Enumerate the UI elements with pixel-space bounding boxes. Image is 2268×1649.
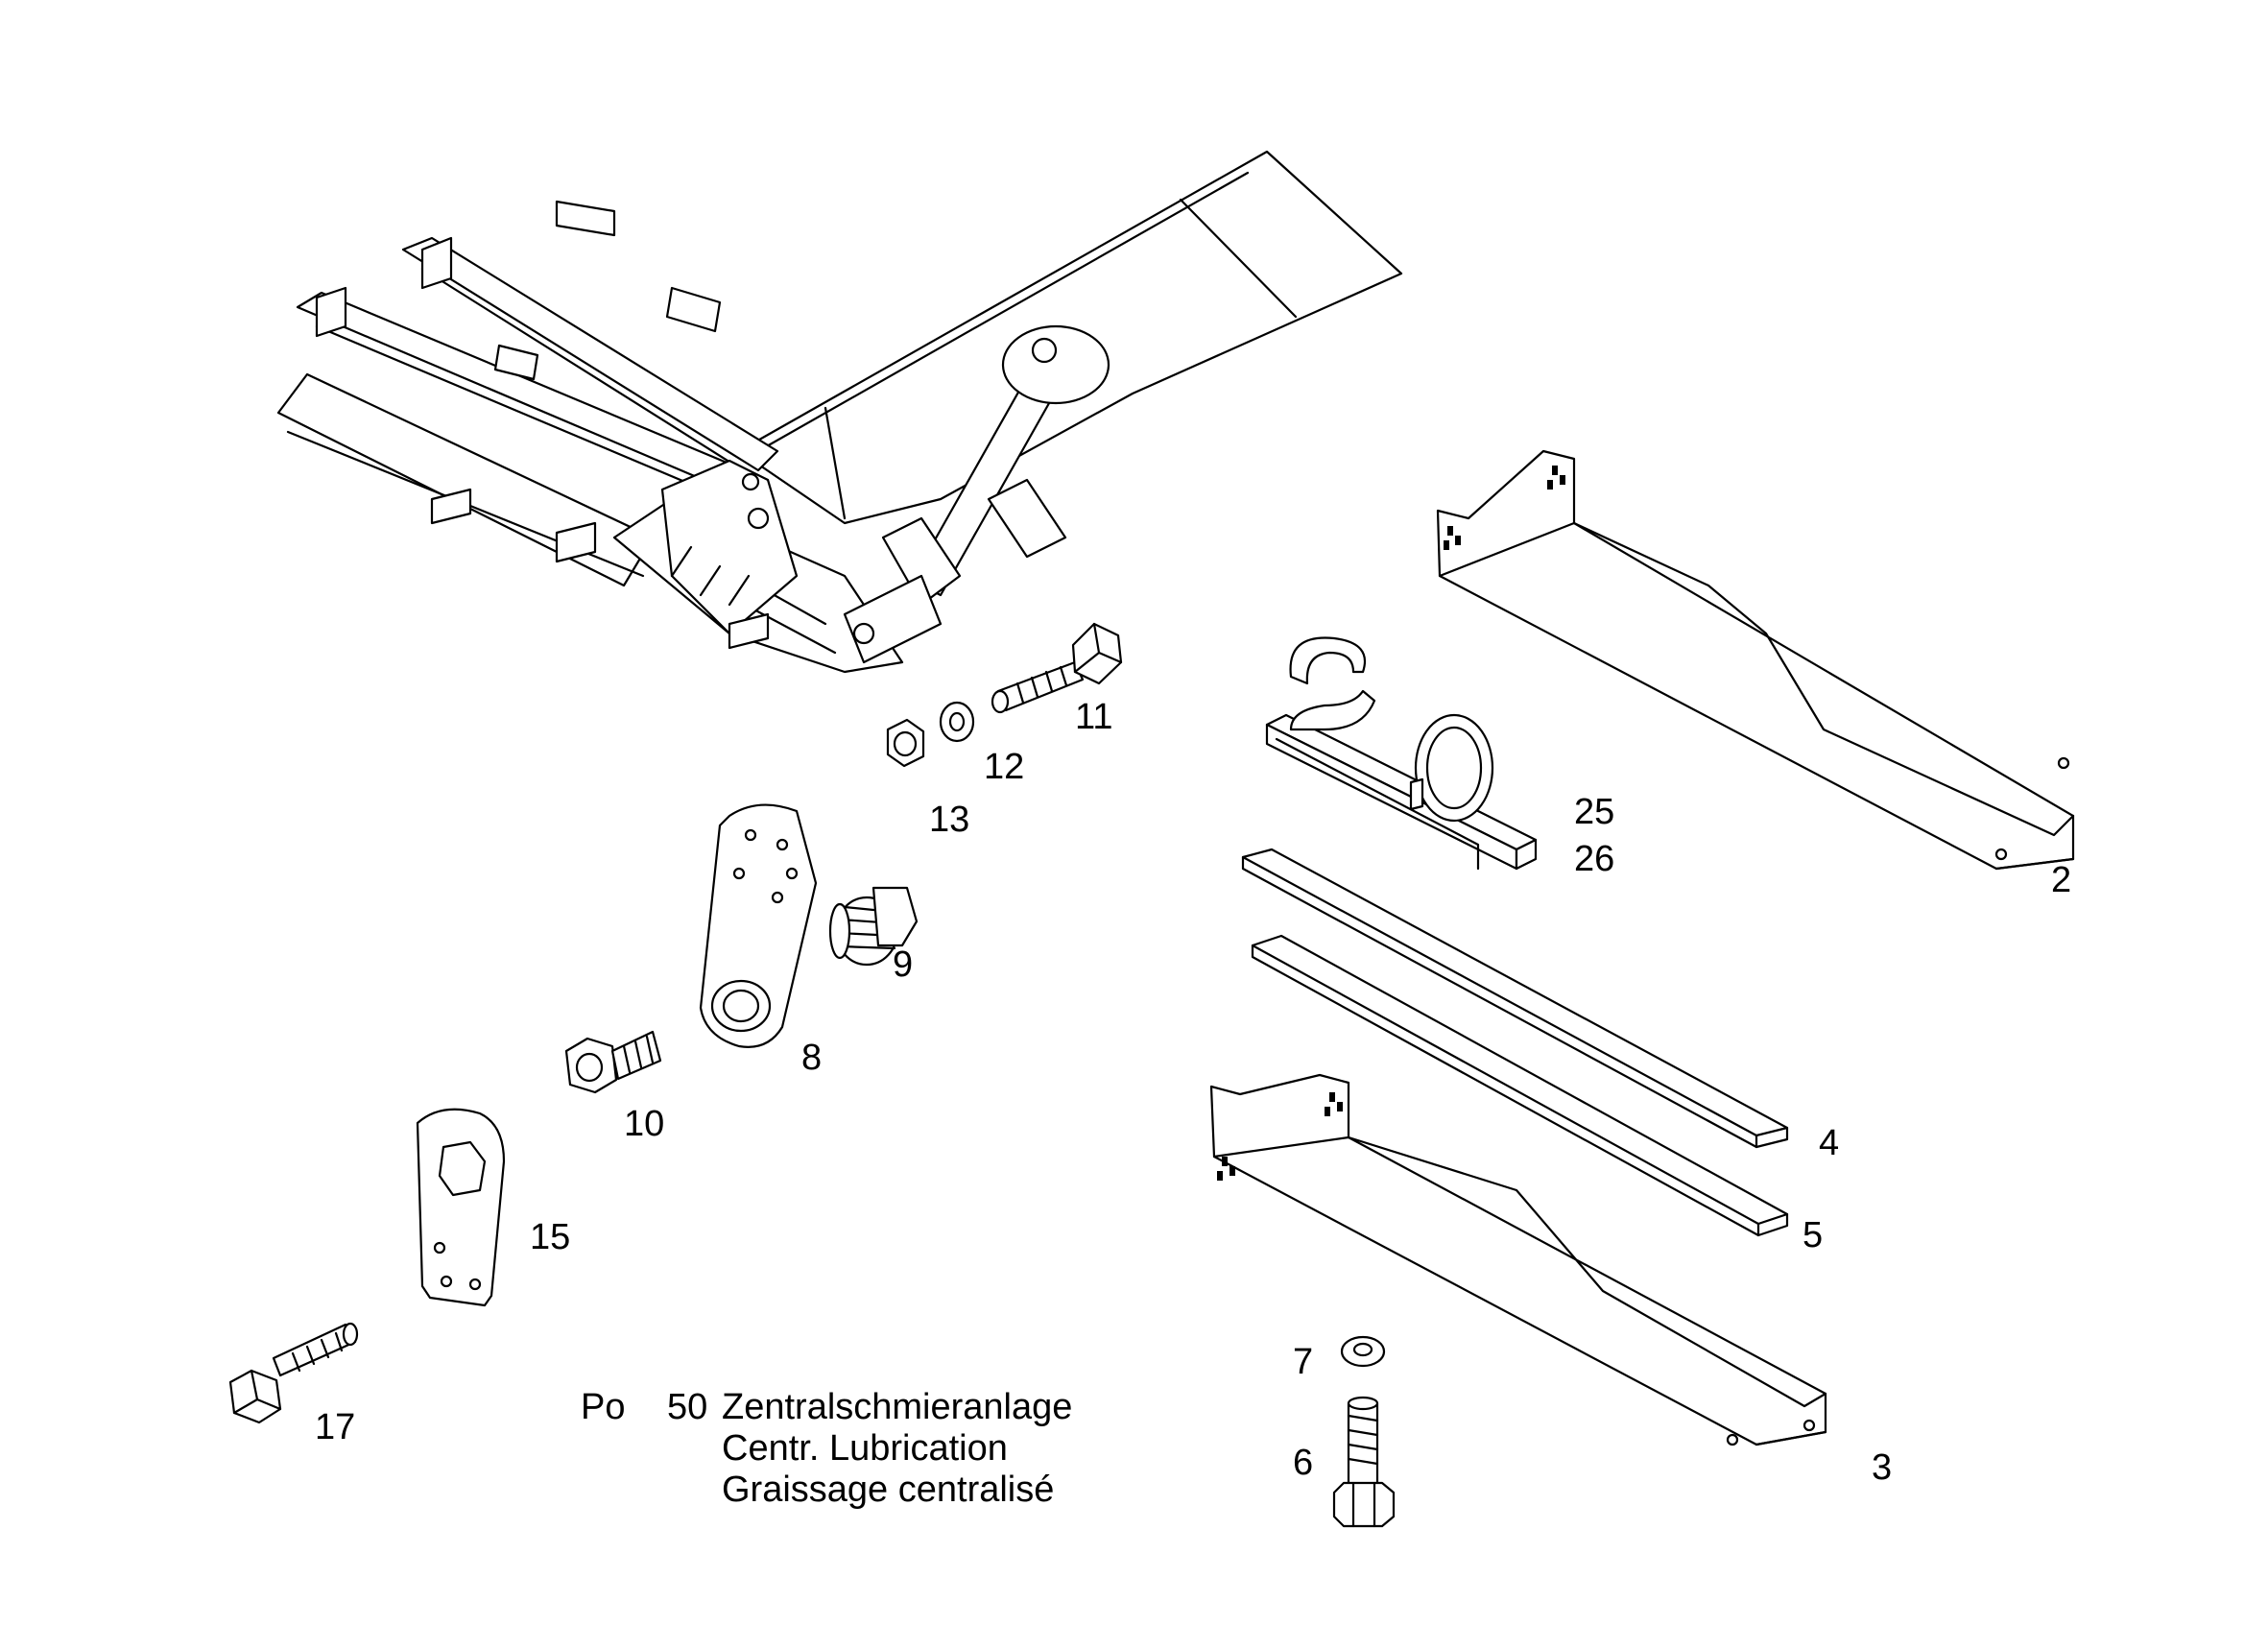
- part-5-flat-strip: [1251, 934, 1789, 1237]
- part-7-washer: [1340, 1335, 1386, 1368]
- loader-frame-assembly: [276, 150, 1403, 674]
- callout-17: 17: [315, 1407, 356, 1447]
- callout-25: 25: [1574, 792, 1615, 832]
- part-8-plate: [699, 803, 818, 1048]
- callout-26: 26: [1574, 839, 1615, 879]
- callout-10: 10: [624, 1104, 665, 1144]
- caption-prefix: Po: [581, 1387, 626, 1427]
- caption-position: 50: [667, 1387, 708, 1427]
- callout-15: 15: [530, 1217, 571, 1257]
- caption-title-fr: Graissage centralisé: [722, 1470, 1055, 1510]
- part-17-bolt: [228, 1322, 359, 1424]
- callout-4: 4: [1819, 1123, 1840, 1163]
- callout-8: 8: [801, 1038, 823, 1078]
- callout-12: 12: [984, 747, 1025, 787]
- part-3-guard-lower: [1209, 1073, 1827, 1446]
- part-10-nipple: [564, 1030, 662, 1094]
- callout-11: 11: [1075, 697, 1113, 737]
- caption-title-de: Zentralschmieranlage: [722, 1387, 1073, 1427]
- part-6-bolt: [1332, 1396, 1396, 1528]
- callout-2: 2: [2051, 860, 2072, 900]
- callout-9: 9: [893, 944, 914, 985]
- callout-3: 3: [1872, 1447, 1893, 1488]
- part-9-fitting: [828, 886, 919, 967]
- callout-5: 5: [1802, 1215, 1824, 1255]
- callout-6: 6: [1293, 1443, 1314, 1483]
- caption-title-en: Centr. Lubrication: [722, 1428, 1008, 1469]
- part-4-flat-strip: [1241, 848, 1789, 1149]
- part-11-bolt: [991, 622, 1123, 714]
- diagram-caption: Po 50 Zentralschmieranlage Centr. Lubricat…: [581, 1387, 1072, 1511]
- part-12-washer: [939, 701, 975, 743]
- caption-row-fr: Graissage centralisé: [581, 1470, 1072, 1511]
- part-15-bracket: [416, 1108, 506, 1307]
- part-25-26-clamp-assembly: [1265, 636, 1538, 871]
- caption-row-de: Po 50 Zentralschmieranlage: [581, 1387, 1072, 1428]
- callout-13: 13: [929, 800, 970, 840]
- part-13-nut: [886, 718, 925, 768]
- callout-7: 7: [1293, 1342, 1314, 1382]
- caption-row-en: Centr. Lubrication: [581, 1428, 1072, 1470]
- part-2-guard-upper: [1436, 449, 2075, 871]
